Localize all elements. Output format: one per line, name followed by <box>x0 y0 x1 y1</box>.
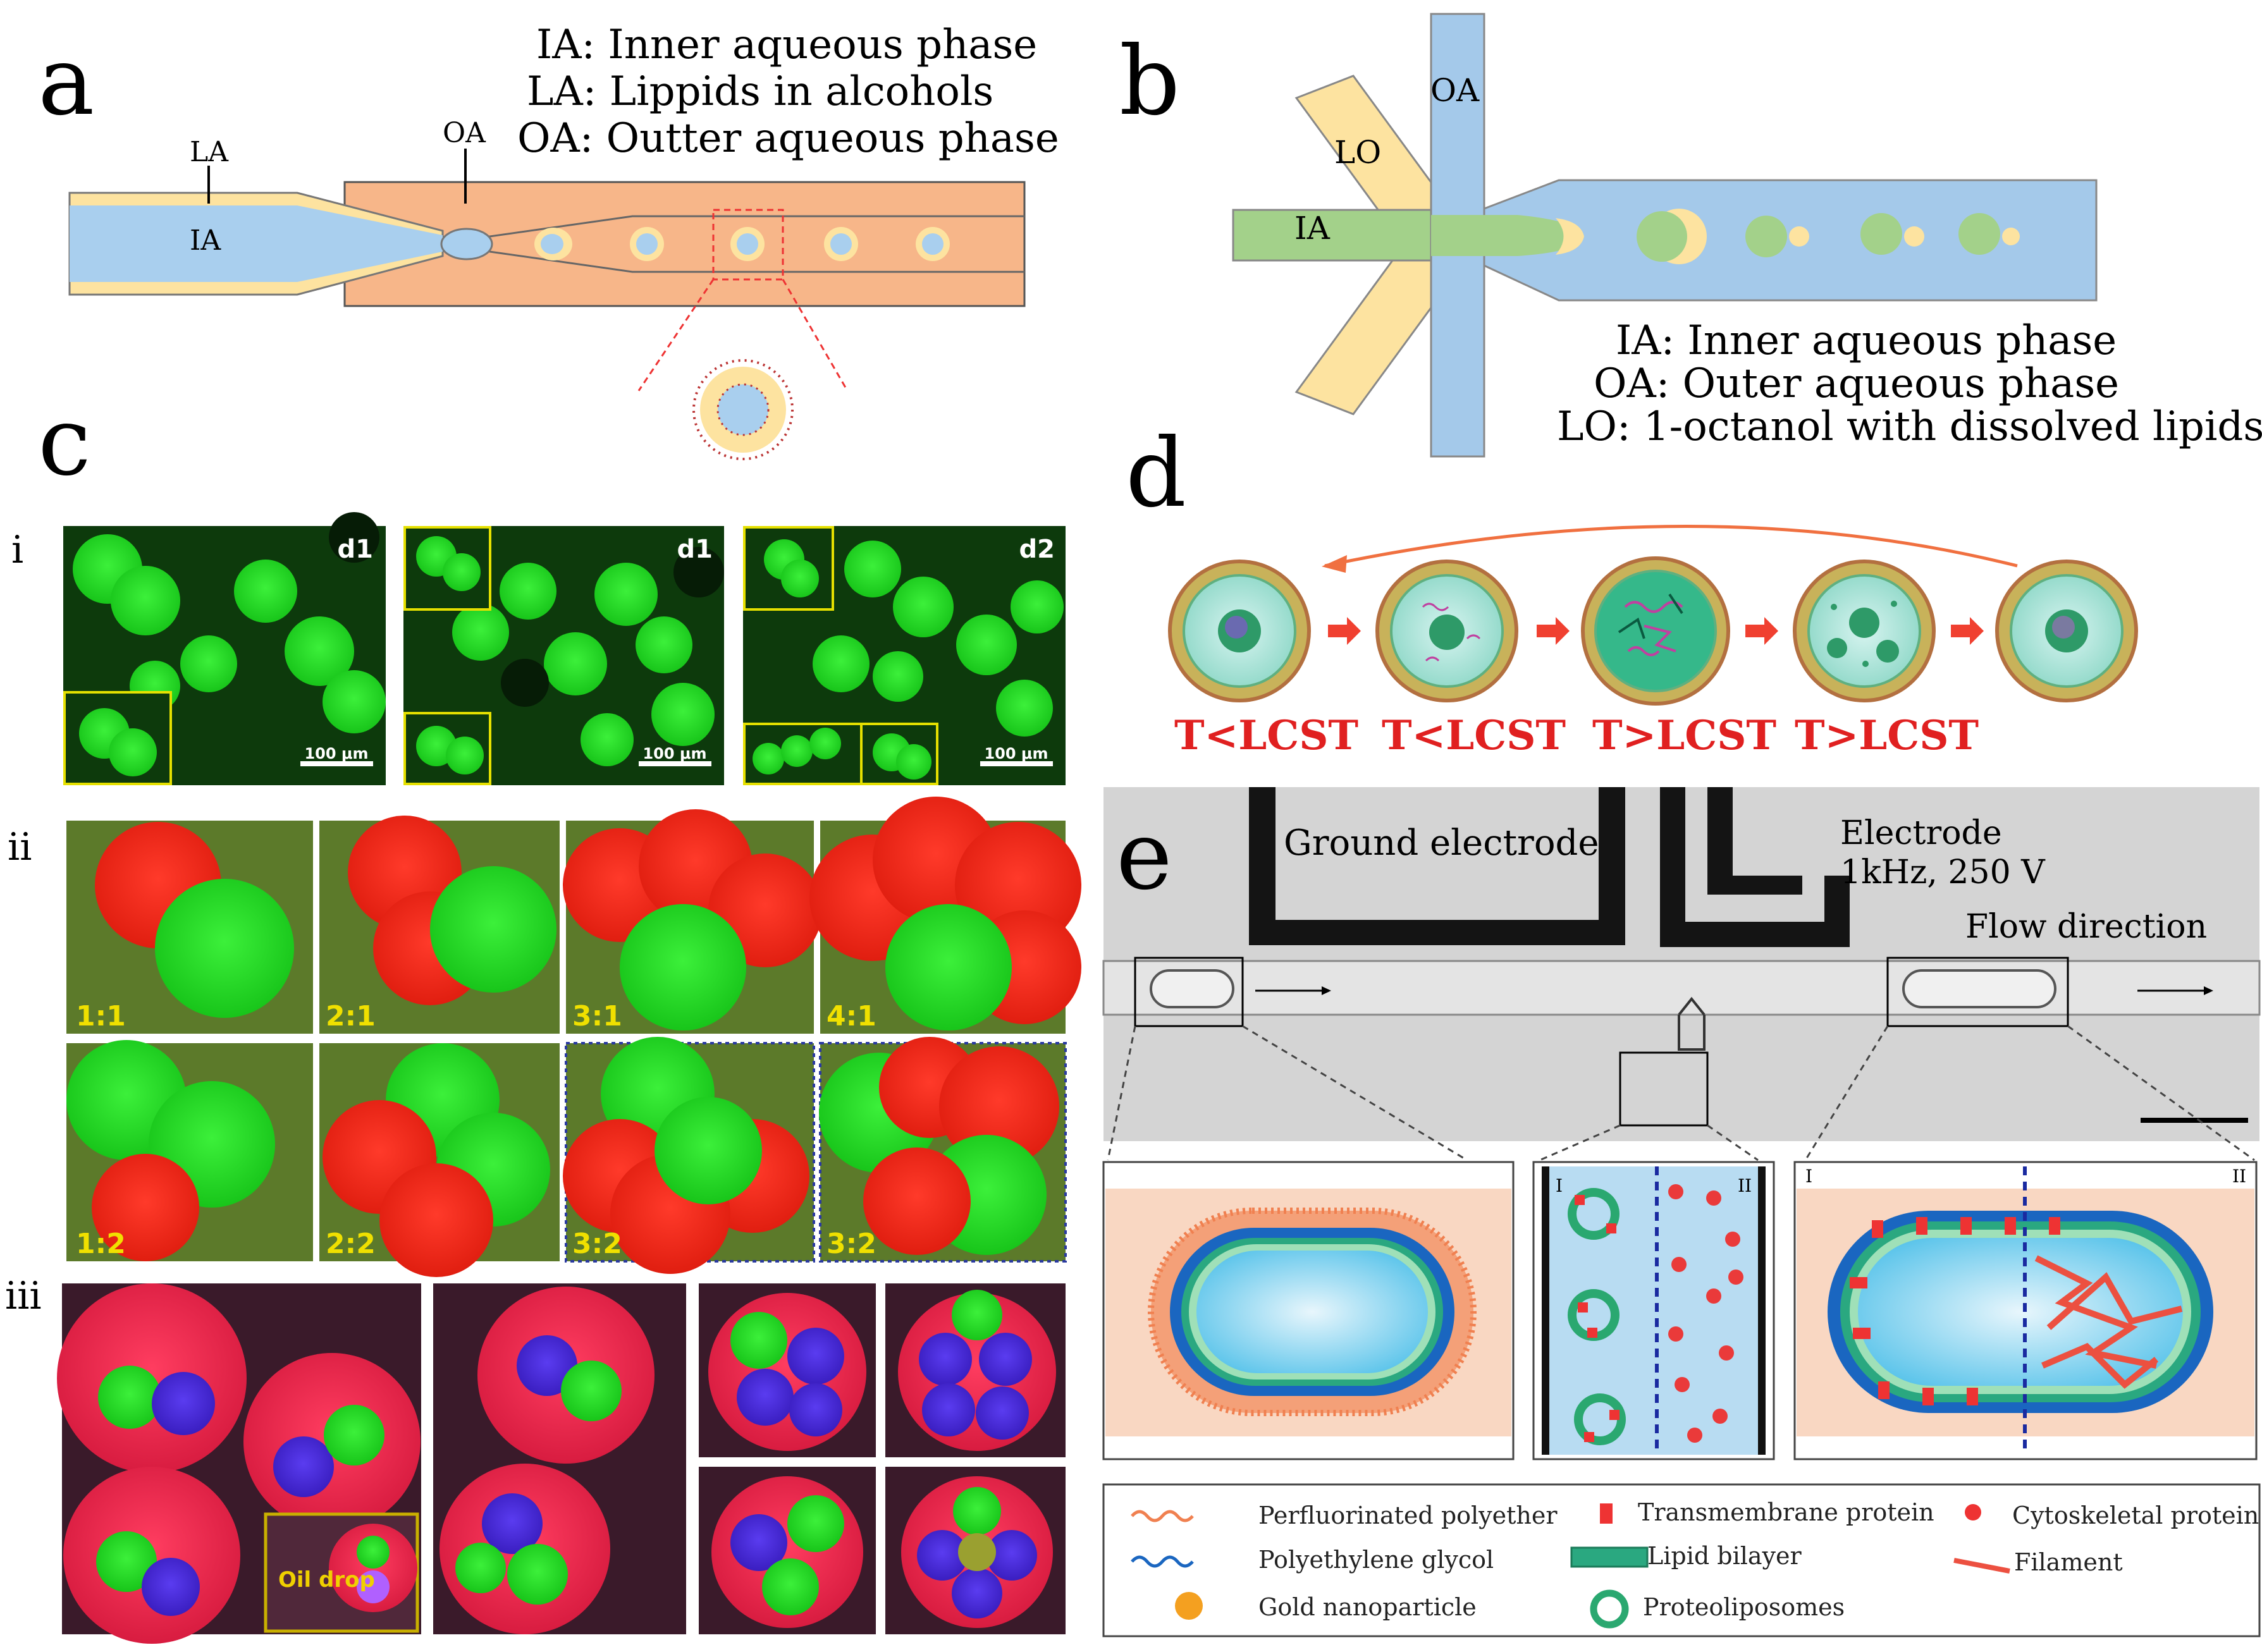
flow-direction-label: Flow direction <box>1965 908 2207 946</box>
vesicle-icon-a <box>692 359 794 460</box>
row-label-iii: iii <box>5 1274 42 1318</box>
legend-proteoliposomes: Proteoliposomes <box>1643 1593 1845 1621</box>
oil-drop-label: Oil drop <box>278 1567 375 1593</box>
temp-1: T<LCST <box>1174 712 1358 759</box>
legend-b-line2: OA: Outer aqueous phase <box>1594 360 2119 407</box>
legend-a-line1: IA: Inner aqueous phase <box>536 21 1037 68</box>
step-arrows <box>1328 617 1984 645</box>
electrode-label: Electrode <box>1840 814 2002 852</box>
legend-filament: Filament <box>2014 1548 2123 1576</box>
callout-oa: OA <box>443 117 486 149</box>
legend-gold: Gold nanoparticle <box>1258 1593 1477 1621</box>
ratio-3-2-b: 3:2 <box>827 1228 876 1260</box>
schematic-droplet-right: I II <box>1793 1161 2258 1460</box>
tag-d1-2: d1 <box>677 535 713 564</box>
panel-label-c: c <box>38 387 91 497</box>
legend-peg: Polyethylene glycol <box>1258 1546 1494 1574</box>
tip-a <box>440 228 493 260</box>
legend-b-line3: LO: 1-octanol with dissolved lipids <box>1557 403 2262 450</box>
scale-2: 100 μm <box>642 745 706 762</box>
panel-c: c i ii iii d1 100 μm <box>5 387 1081 1644</box>
callout-ia: IA <box>190 224 221 257</box>
callout-la: LA <box>190 136 229 168</box>
panel-label-e: e <box>1116 801 1172 911</box>
panel-label-b: b <box>1119 27 1180 137</box>
inner-capillary-a <box>70 205 443 282</box>
ia-jet-b <box>1431 215 1584 256</box>
ground-electrode-shape <box>1249 787 1625 945</box>
legend-pfpe: Perfluorinated polyether <box>1258 1502 1558 1529</box>
cell-2 <box>1375 560 1518 702</box>
schematic-droplet-left <box>1102 1161 1515 1460</box>
row-i-image-3: d2 100 μm <box>743 526 1066 785</box>
ratio-1-1: 1:1 <box>76 1000 126 1032</box>
callout-lo-b: LO <box>1334 134 1381 171</box>
cell-1 <box>1168 560 1311 702</box>
legend-a-line3: OA: Outter aqueous phase <box>517 115 1059 162</box>
schematic-electrode-gap: I II <box>1532 1161 1775 1460</box>
ratio-2-1: 2:1 <box>326 1000 376 1032</box>
panel-a: a IA: Inner aqueous phase LA: Lippids in… <box>38 21 1059 460</box>
legend-lipid-bilayer: Lipid bilayer <box>1647 1542 1802 1570</box>
callout-oa-b: OA <box>1430 72 1480 109</box>
temp-3: T>LCST <box>1592 712 1776 759</box>
panel-label-d: d <box>1126 419 1186 529</box>
droplets-b <box>1637 209 2020 264</box>
temp-4: T>LCST <box>1795 712 1979 759</box>
panel-b: b OA LO IA IA: Inner aqueous phase OA: O… <box>1119 13 2262 458</box>
row-label-i: i <box>11 528 23 572</box>
scale-1: 100 μm <box>304 745 368 762</box>
row-label-ii: ii <box>8 825 32 869</box>
zone-ii-mid: II <box>1738 1175 1752 1196</box>
row-iii-images: Oil drop <box>57 1283 1066 1644</box>
temp-2: T<LCST <box>1382 712 1566 759</box>
cycle-arrow <box>1324 525 2018 568</box>
panel-e: e Ground electrode Electrode 1kHz, 250 V… <box>1102 787 2261 1637</box>
row-i-image-1: d1 100 μm <box>63 512 386 785</box>
cell-3 <box>1581 556 1730 706</box>
legend-transmembrane: Transmembrane protein <box>1638 1498 1934 1526</box>
row-ii-grid: 1:1 2:1 3:1 4:1 1:2 2:2 3:2 3:2 <box>66 797 1081 1277</box>
scale-3: 100 μm <box>984 745 1048 762</box>
electrode-spec: 1kHz, 250 V <box>1840 854 2046 891</box>
cell-5 <box>1995 560 2138 702</box>
ground-electrode-label: Ground electrode <box>1284 823 1599 864</box>
ratio-4-1: 4:1 <box>827 1000 876 1032</box>
channel-e <box>1102 960 2261 1016</box>
panel-label-a: a <box>38 27 94 137</box>
panel-d: d <box>1126 419 2138 759</box>
legend-cytoskeletal: Cytoskeletal protein <box>2012 1502 2259 1529</box>
zone-ii-right: II <box>2232 1166 2246 1187</box>
legend-a-line2: LA: Lippids in alcohols <box>527 68 993 115</box>
taper-lines-a <box>436 215 1024 273</box>
droplets-a <box>534 227 950 261</box>
row-i-image-2: d1 100 μm <box>403 526 724 785</box>
ratio-3-1: 3:1 <box>572 1000 622 1032</box>
callout-ia-b: IA <box>1294 210 1331 247</box>
cell-4 <box>1793 560 1936 702</box>
ia-channel-b <box>1232 209 1432 262</box>
tag-d1-1: d1 <box>338 535 373 564</box>
legend-e: Perfluorinated polyether Transmembrane p… <box>1102 1483 2261 1637</box>
ratio-2-2: 2:2 <box>326 1228 376 1260</box>
tag-d2: d2 <box>1019 535 1055 564</box>
zoom-box-a <box>712 209 784 281</box>
ratio-3-2-a: 3:2 <box>572 1228 622 1260</box>
electrode-shape <box>1660 787 1850 947</box>
zone-i-right: I <box>1805 1166 1812 1187</box>
ratio-1-2: 1:2 <box>76 1228 126 1260</box>
zone-i-mid: I <box>1556 1175 1563 1196</box>
legend-b-line1: IA: Inner aqueous phase <box>1616 317 2117 364</box>
